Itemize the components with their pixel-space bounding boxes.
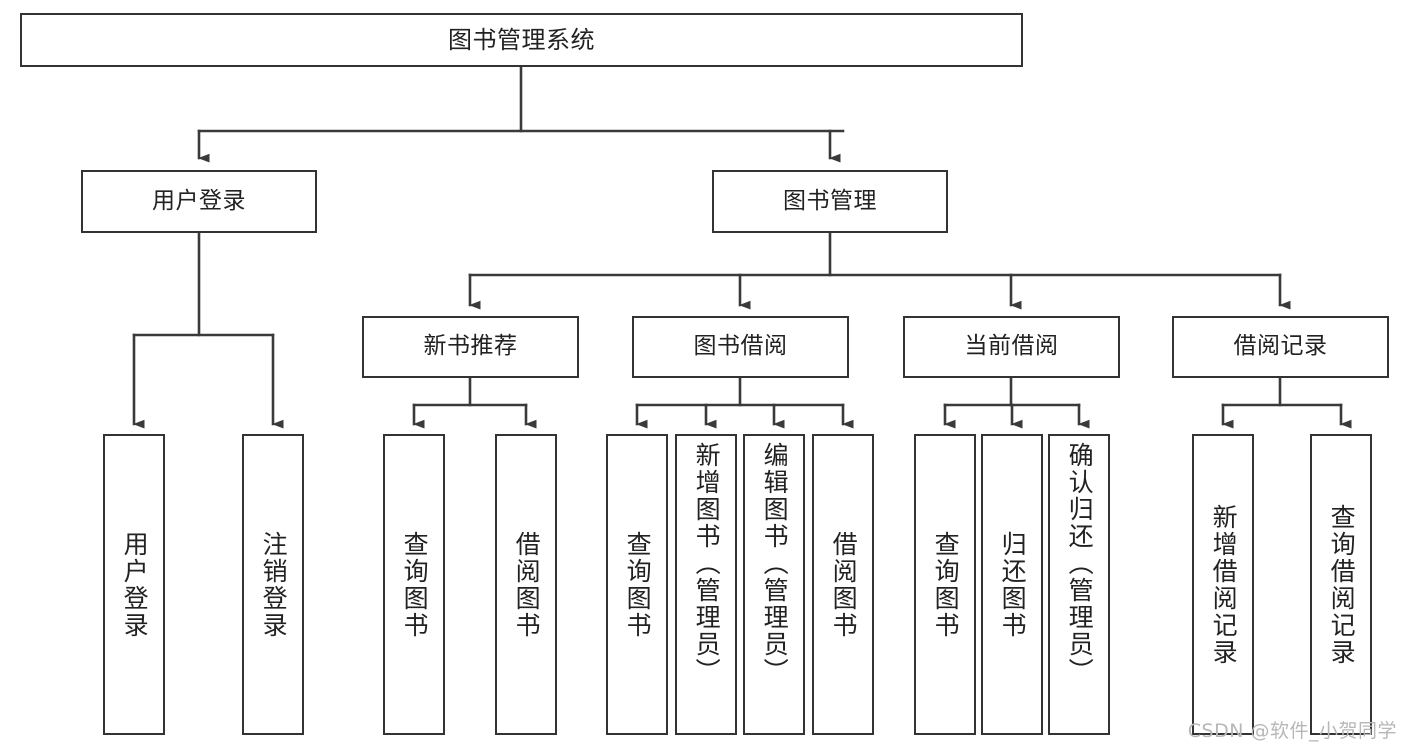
node-label: 确认归还（管理员） xyxy=(1065,442,1095,685)
node-label: 归还图书 xyxy=(998,530,1028,639)
node-label: 借阅图书 xyxy=(829,530,859,639)
node-label: 借阅图书 xyxy=(512,530,542,639)
node-label: 查询图书 xyxy=(400,530,430,639)
leaf-return-book[interactable]: 归还图书 xyxy=(981,434,1043,735)
leaf-edit-book-admin[interactable]: 编辑图书（管理员） xyxy=(743,434,805,735)
node-root-book-management-system[interactable]: 图书管理系统 xyxy=(20,13,1023,67)
leaf-query-book-borrow[interactable]: 查询图书 xyxy=(606,434,668,735)
leaf-logout-login[interactable]: 注销登录 xyxy=(242,434,304,735)
node-label: 当前借阅 xyxy=(964,333,1059,360)
csdn-watermark: CSDN @软件_小贺同学 xyxy=(1187,720,1397,742)
node-label: 新增借阅记录 xyxy=(1209,503,1239,666)
node-label: 查询图书 xyxy=(931,530,961,639)
node-label: 查询图书 xyxy=(623,530,653,639)
node-new-book-recommend[interactable]: 新书推荐 xyxy=(362,316,579,378)
leaf-borrow-book[interactable]: 借阅图书 xyxy=(812,434,874,735)
node-label: 新增图书（管理员） xyxy=(692,442,722,685)
node-label: 用户登录 xyxy=(152,187,246,214)
node-borrow-record[interactable]: 借阅记录 xyxy=(1172,316,1389,378)
leaf-confirm-return-admin[interactable]: 确认归还（管理员） xyxy=(1048,434,1110,735)
node-current-borrow[interactable]: 当前借阅 xyxy=(903,316,1120,378)
node-label: 图书管理 xyxy=(783,187,877,214)
leaf-query-book-recommend[interactable]: 查询图书 xyxy=(383,434,445,735)
node-label: 查询借阅记录 xyxy=(1327,503,1357,666)
leaf-user-login[interactable]: 用户登录 xyxy=(103,434,165,735)
node-label: 用户登录 xyxy=(120,530,150,639)
node-book-borrow[interactable]: 图书借阅 xyxy=(632,316,849,378)
leaf-add-book-admin[interactable]: 新增图书（管理员） xyxy=(675,434,737,735)
leaf-query-borrow-record[interactable]: 查询借阅记录 xyxy=(1310,434,1372,735)
node-label: 新书推荐 xyxy=(423,333,518,360)
node-user-login[interactable]: 用户登录 xyxy=(81,170,317,233)
leaf-query-book-current[interactable]: 查询图书 xyxy=(914,434,976,735)
leaf-add-borrow-record[interactable]: 新增借阅记录 xyxy=(1192,434,1254,735)
node-label: 图书借阅 xyxy=(693,333,788,360)
node-label: 注销登录 xyxy=(259,530,289,639)
node-label: 图书管理系统 xyxy=(448,25,595,54)
node-book-management[interactable]: 图书管理 xyxy=(712,170,948,233)
leaf-borrow-book-recommend[interactable]: 借阅图书 xyxy=(495,434,557,735)
node-label: 借阅记录 xyxy=(1233,333,1328,360)
node-label: 编辑图书（管理员） xyxy=(760,442,790,685)
